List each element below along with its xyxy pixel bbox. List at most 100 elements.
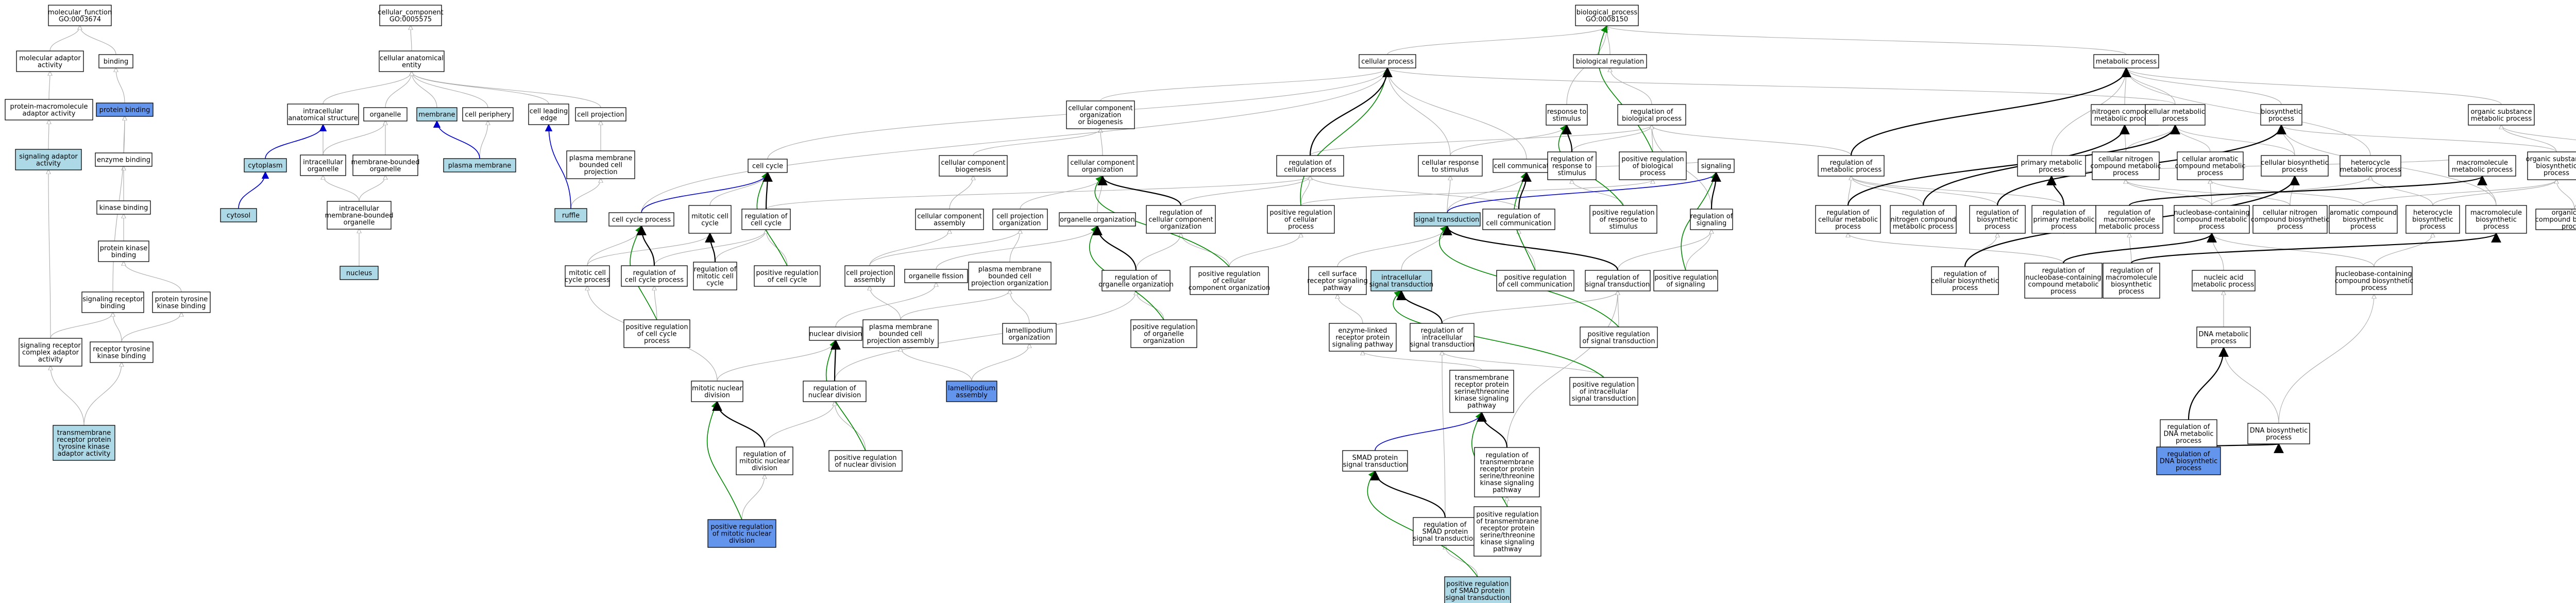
go-term-label: process <box>1952 284 1978 292</box>
go-term-label: primary metabolic <box>2021 159 2082 167</box>
go-term-box <box>2174 205 2250 234</box>
go-term-label: of intracellular <box>1580 388 1629 396</box>
go-term-label: cellular process <box>1284 166 1336 174</box>
relation-edge-blue <box>433 120 480 159</box>
relation-edge-gray <box>2370 176 2433 206</box>
relation-edge-black <box>2130 232 2501 264</box>
go-term-label: DNA metabolic <box>2163 430 2213 438</box>
go-term-box <box>1276 155 1344 177</box>
go-term-label: process <box>2544 169 2569 177</box>
relation-edge-gray <box>587 233 710 266</box>
go-term-node: binding <box>98 54 133 68</box>
go-term-label: of signaling <box>1666 281 1705 288</box>
go-term-label: cellular response <box>1422 159 1479 167</box>
go-term-label: mitotic nuclear <box>692 385 743 392</box>
go-term-label: biosynthetic <box>1977 216 2018 224</box>
go-term-box <box>2192 270 2256 291</box>
go-term-box <box>1569 377 1638 406</box>
go-term-box <box>2160 419 2217 448</box>
go-term-label: DNA metabolic <box>2198 331 2248 338</box>
relation-edge-gray <box>124 262 182 292</box>
relation-edge-gray <box>1851 176 1924 206</box>
relation-edge-black <box>762 171 773 210</box>
go-term-label: cell periphery <box>465 111 511 119</box>
go-term-box <box>707 519 776 548</box>
go-term-box <box>1449 370 1514 413</box>
go-term-label: cellular process <box>1361 58 1414 66</box>
go-term-box <box>1969 205 2026 234</box>
go-term-label: of cellular <box>1213 278 1246 285</box>
go-term-label: cellular component <box>1068 105 1132 112</box>
relation-edge-gray <box>900 290 1010 320</box>
relation-edge-gray <box>1310 125 1652 156</box>
go-term-label: membrane-bounded <box>351 159 419 166</box>
go-term-label: process <box>2268 115 2294 123</box>
go-term-label: protein-macromolecule <box>10 103 88 111</box>
go-term-label: process <box>2039 166 2064 174</box>
go-term-label: process <box>1288 223 1314 231</box>
go-term-label: division <box>704 391 730 399</box>
go-term-box <box>2024 263 2103 299</box>
relation-edge-gray <box>1442 351 1446 518</box>
go-term-box <box>53 425 115 461</box>
go-term-label: lamellipodium <box>948 385 995 392</box>
relation-edge-gray <box>1848 233 2064 264</box>
go-term-label: cytoplasm <box>248 162 282 170</box>
go-term-label: of cell communication <box>1498 281 1572 288</box>
go-term-label: organelle <box>370 111 401 119</box>
go-term-box <box>443 158 516 173</box>
relation-edge-gray <box>2175 125 2295 156</box>
go-term-label: process <box>644 337 670 345</box>
go-term-node: organelle fission <box>904 269 968 283</box>
relation-edge-black <box>705 232 716 263</box>
relation-edge-gray <box>2556 180 2575 210</box>
go-term-label: signal transduction <box>1586 281 1650 288</box>
go-term-label: intracellular <box>303 159 343 166</box>
go-term-label: cycle process <box>565 276 610 284</box>
go-term-label: cellular anatomical <box>380 55 444 62</box>
go-term-label: regulation of <box>1690 213 1733 220</box>
relation-edge-gray <box>1009 230 1020 263</box>
go-term-label: biosynthetic <box>2261 108 2302 116</box>
go-term-box <box>5 99 93 120</box>
go-term-label: of transmembrane <box>1476 518 1538 525</box>
go-term-label: signal transduction <box>1343 461 1408 469</box>
go-term-box <box>575 107 626 122</box>
go-term-label: metabolic process <box>1821 166 1882 174</box>
go-term-label: regulation of <box>1421 327 1464 335</box>
go-term-box <box>828 450 903 472</box>
go-term-label: signal transduction <box>1369 281 1434 288</box>
go-term-label: biogenesis <box>955 166 991 174</box>
relation-edge-gray <box>2281 125 2557 152</box>
go-term-label: organization <box>1160 223 1202 231</box>
relation-edge-gray <box>50 313 113 339</box>
go-term-box <box>1580 326 1658 348</box>
go-term-box <box>691 381 743 402</box>
go-term-label: cellular_component <box>378 9 444 16</box>
go-term-box <box>623 319 690 348</box>
relation-edge-gray <box>1610 68 1652 105</box>
relation-edge-black <box>2062 232 2217 264</box>
go-term-label: SMAD protein <box>1352 454 1398 462</box>
go-term-label: cell projection <box>846 269 893 277</box>
go-term-node: cell cycle <box>748 159 788 173</box>
relation-edge-gray <box>715 230 766 263</box>
go-term-label: of cell cycle <box>637 331 677 338</box>
relation-edge-gray <box>385 72 412 108</box>
go-term-label: regulation of <box>2110 267 2153 274</box>
go-term-label: compound metabolic <box>2090 163 2161 170</box>
relation-edge-gray <box>323 121 385 156</box>
